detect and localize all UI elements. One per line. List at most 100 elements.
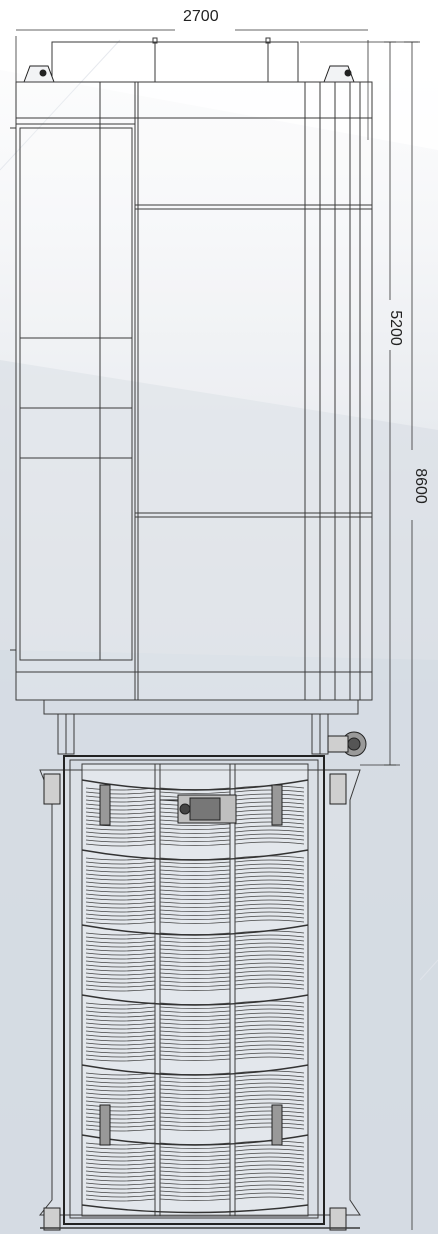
- drum-slat: [234, 871, 305, 875]
- body-length-dimension: 5200: [386, 310, 404, 346]
- drum-slat: [159, 901, 231, 904]
- drum-slat: [234, 1192, 305, 1196]
- drum-slat: [85, 944, 156, 948]
- support-rollers: [99, 784, 283, 1146]
- drum-slat: [234, 934, 305, 938]
- drum-slat: [234, 954, 305, 958]
- drum-slat: [159, 948, 231, 951]
- drum-slat: [159, 1046, 231, 1049]
- drum-slat: [234, 1036, 305, 1040]
- drum-slat: [234, 841, 305, 845]
- drum-slat: [159, 1116, 231, 1119]
- drum-slat: [159, 835, 231, 838]
- drum-slat: [234, 1044, 305, 1048]
- drum-slat: [159, 988, 231, 991]
- drum-slat: [159, 976, 231, 979]
- dimension-lines: [15, 29, 420, 1230]
- drum-slat: [85, 881, 156, 885]
- drum-slat: [85, 819, 156, 823]
- drum-slat: [234, 1148, 305, 1152]
- drum-slat: [85, 1150, 156, 1154]
- drum-slat: [85, 940, 156, 944]
- drum-slat: [159, 909, 231, 912]
- drum-slat: [234, 1122, 305, 1126]
- drum-slat: [234, 911, 305, 915]
- drum-slat: [85, 1014, 156, 1018]
- drum-slat: [85, 897, 156, 901]
- drum-slat: [85, 921, 156, 925]
- drum-slat: [159, 913, 231, 916]
- main-body: [10, 81, 373, 715]
- drum-slat: [85, 811, 156, 815]
- drum-slat: [234, 903, 305, 907]
- drum-slat: [159, 1174, 231, 1177]
- drum-slat: [234, 950, 305, 954]
- drum-slat: [234, 1110, 305, 1114]
- drum-slat: [159, 827, 231, 830]
- drum-slat: [85, 1178, 156, 1182]
- drum-slat: [85, 1084, 156, 1088]
- drum-slat: [85, 1162, 156, 1166]
- drum-slat: [234, 821, 305, 825]
- drum-slat: [234, 1040, 305, 1044]
- drum-slat: [85, 901, 156, 905]
- drum-slat: [159, 1166, 231, 1169]
- drum-slat: [234, 797, 305, 801]
- drum-slat: [234, 1094, 305, 1098]
- drum-slat: [234, 1188, 305, 1192]
- drum-slat: [85, 827, 156, 831]
- drum-slat: [234, 919, 305, 923]
- drum-slat: [159, 1080, 231, 1083]
- drum-slat: [85, 1170, 156, 1174]
- drum-slat: [85, 1038, 156, 1042]
- drum-slat: [234, 891, 305, 895]
- drum-slat: [234, 1052, 305, 1056]
- drum-slat: [234, 1126, 305, 1130]
- cage-frame: [38, 755, 361, 1231]
- drum-slat: [234, 1114, 305, 1118]
- drum-slat: [85, 1034, 156, 1038]
- drum-slat: [234, 1056, 305, 1060]
- drum-slat: [159, 984, 231, 987]
- drum-slat: [85, 1006, 156, 1010]
- drum-slat: [85, 1054, 156, 1058]
- drum-slat: [85, 893, 156, 897]
- drum-slat: [159, 960, 231, 963]
- drum-slat: [159, 1104, 231, 1107]
- drum-slat: [159, 1058, 231, 1061]
- drum-slat: [85, 1186, 156, 1190]
- drum-slat: [85, 889, 156, 893]
- drum-slat: [159, 1194, 231, 1197]
- drum-slat: [85, 815, 156, 819]
- drum-slat: [159, 1084, 231, 1087]
- drum-slat: [85, 1198, 156, 1202]
- overall-width-dimension: 2700: [183, 8, 219, 25]
- drum-slat: [85, 1112, 156, 1116]
- drum-slat: [234, 1102, 305, 1106]
- drum-slat: [159, 881, 231, 884]
- drum-slat: [159, 893, 231, 896]
- drum-slat: [234, 1168, 305, 1172]
- drum-slat: [159, 1038, 231, 1041]
- drum-slat: [85, 1046, 156, 1050]
- drum-slat: [159, 1198, 231, 1201]
- drum-slat: [234, 1160, 305, 1164]
- drum-slat: [234, 789, 305, 793]
- drum-slat: [85, 1154, 156, 1158]
- drum-slat: [85, 1018, 156, 1022]
- drum-slat: [159, 1158, 231, 1161]
- drum-slat: [159, 889, 231, 892]
- drum-slat: [85, 791, 156, 795]
- drum-slat: [85, 1120, 156, 1124]
- drum-slat: [85, 1088, 156, 1092]
- drum-slat: [234, 1152, 305, 1156]
- drum-slat: [234, 1082, 305, 1086]
- drum-slat: [85, 968, 156, 972]
- drum-slat: [159, 791, 231, 794]
- drum-slat: [159, 1186, 231, 1189]
- drum-slat: [85, 1108, 156, 1112]
- drum-slat: [159, 968, 231, 971]
- drum-slat: [159, 1112, 231, 1115]
- drum-slats: [85, 785, 305, 1202]
- drum-slat: [85, 964, 156, 968]
